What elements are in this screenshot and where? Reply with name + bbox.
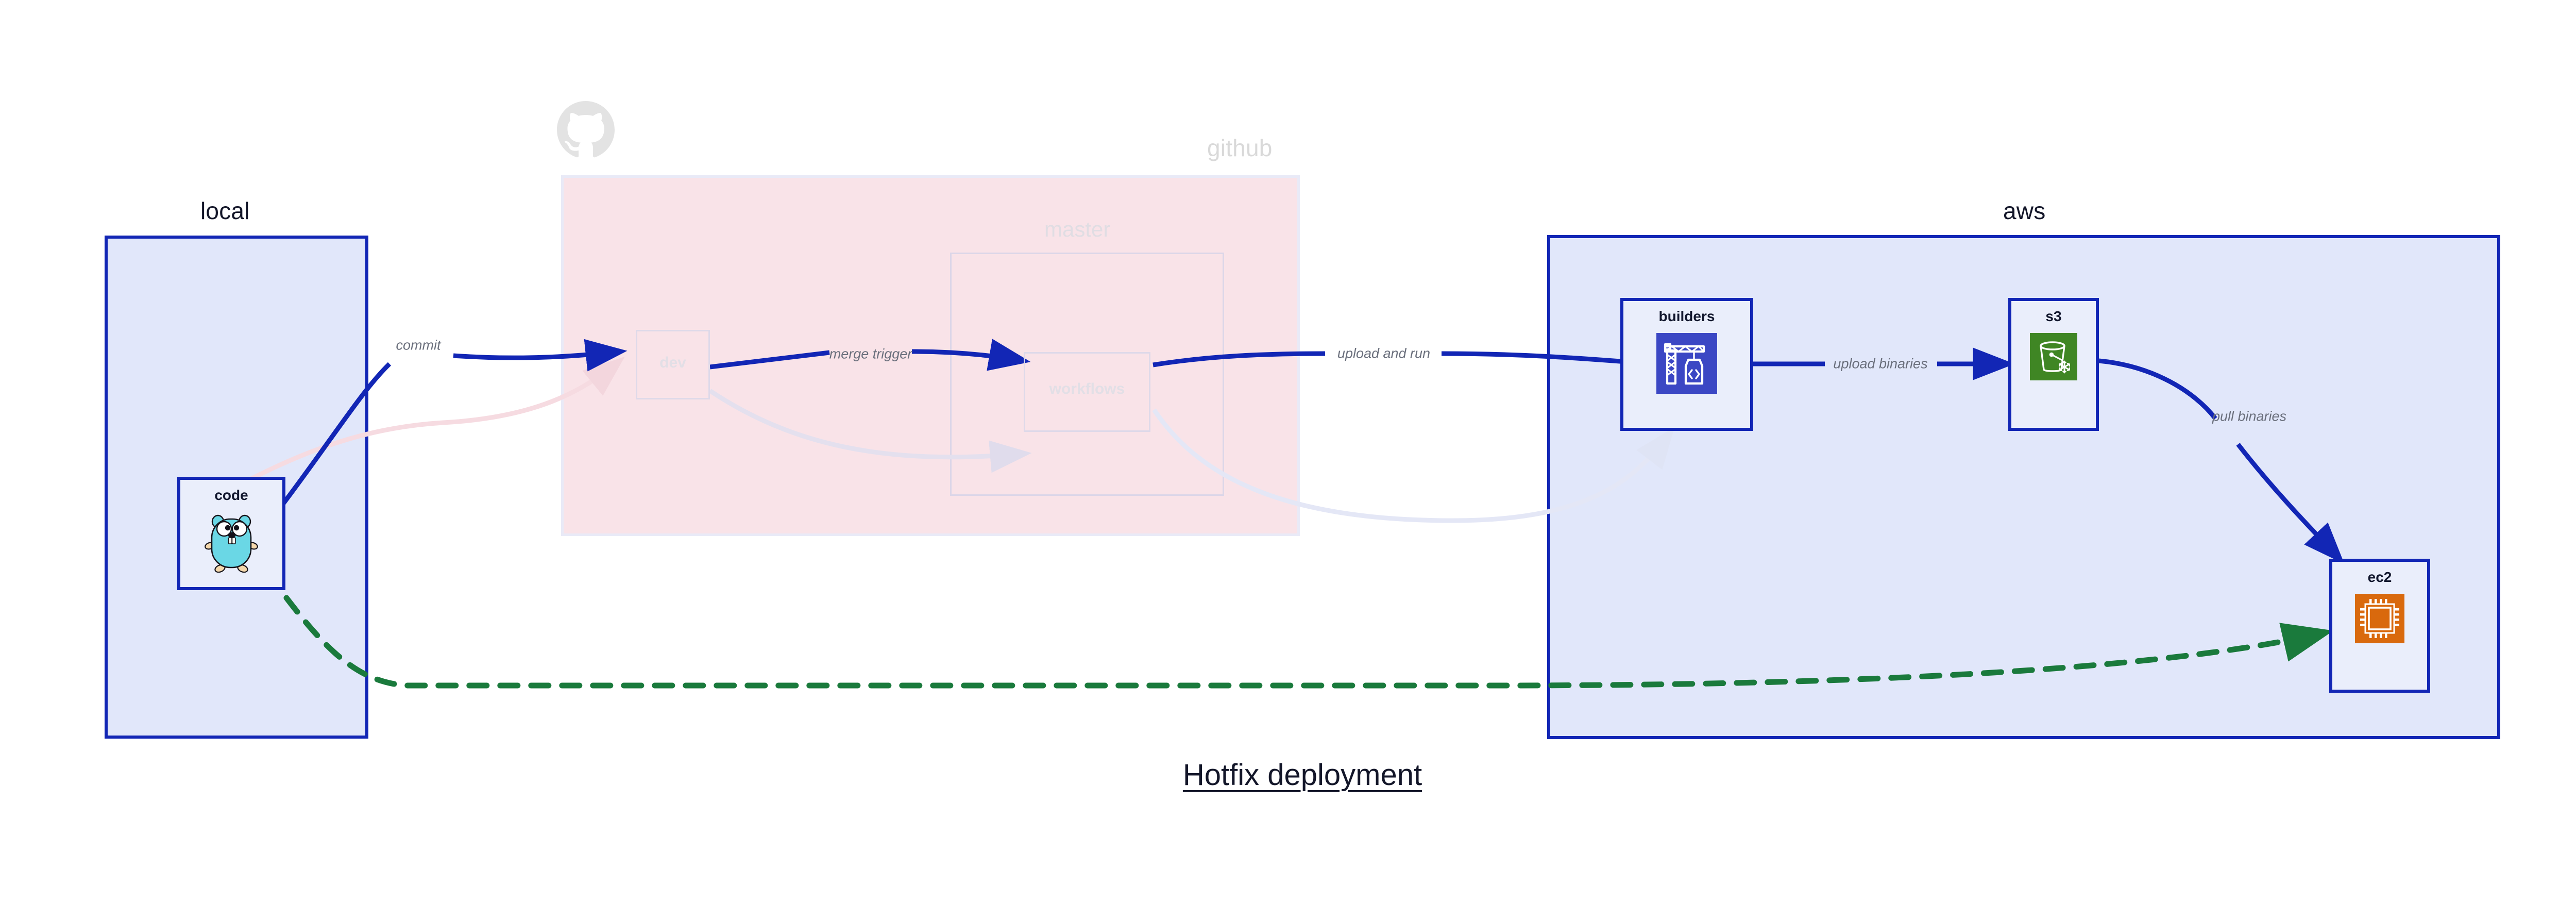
cpu-chip-icon <box>2355 594 2404 643</box>
github-octocat-icon <box>557 101 615 159</box>
group-github-label: github <box>1207 135 1273 161</box>
edge-label-merge-trigger: merge trigger <box>829 346 912 362</box>
edge-label-upload-and-run: upload and run <box>1337 345 1431 361</box>
node-builders[interactable]: builders <box>1620 298 1753 431</box>
node-workflows[interactable]: workflows <box>1024 352 1150 432</box>
node-dev-label: dev <box>659 354 686 371</box>
node-s3[interactable]: s3 <box>2008 298 2099 431</box>
diagram-title: Hotfix deployment <box>1182 758 1422 792</box>
node-dev[interactable]: dev <box>636 330 710 399</box>
subgroup-master-label: master <box>1044 217 1111 241</box>
subgroup-master <box>950 253 1224 496</box>
group-aws-label: aws <box>2003 197 2046 224</box>
node-code-label: code <box>214 487 248 503</box>
node-ec2[interactable]: ec2 <box>2329 559 2430 693</box>
node-workflows-label: workflows <box>1049 380 1125 397</box>
edge-label-pull-binaries: pull binaries <box>2212 408 2287 424</box>
node-ec2-label: ec2 <box>2367 569 2392 585</box>
node-s3-label: s3 <box>2045 308 2062 324</box>
edge-label-upload-binaries: upload binaries <box>1833 356 1928 372</box>
edge-label-commit: commit <box>396 337 441 353</box>
node-code[interactable]: code <box>177 477 285 590</box>
go-gopher-icon <box>205 512 258 573</box>
node-builders-label: builders <box>1658 308 1715 324</box>
crane-code-icon <box>1656 333 1717 394</box>
s3-bucket-icon <box>2030 333 2077 380</box>
group-local-label: local <box>200 197 250 224</box>
